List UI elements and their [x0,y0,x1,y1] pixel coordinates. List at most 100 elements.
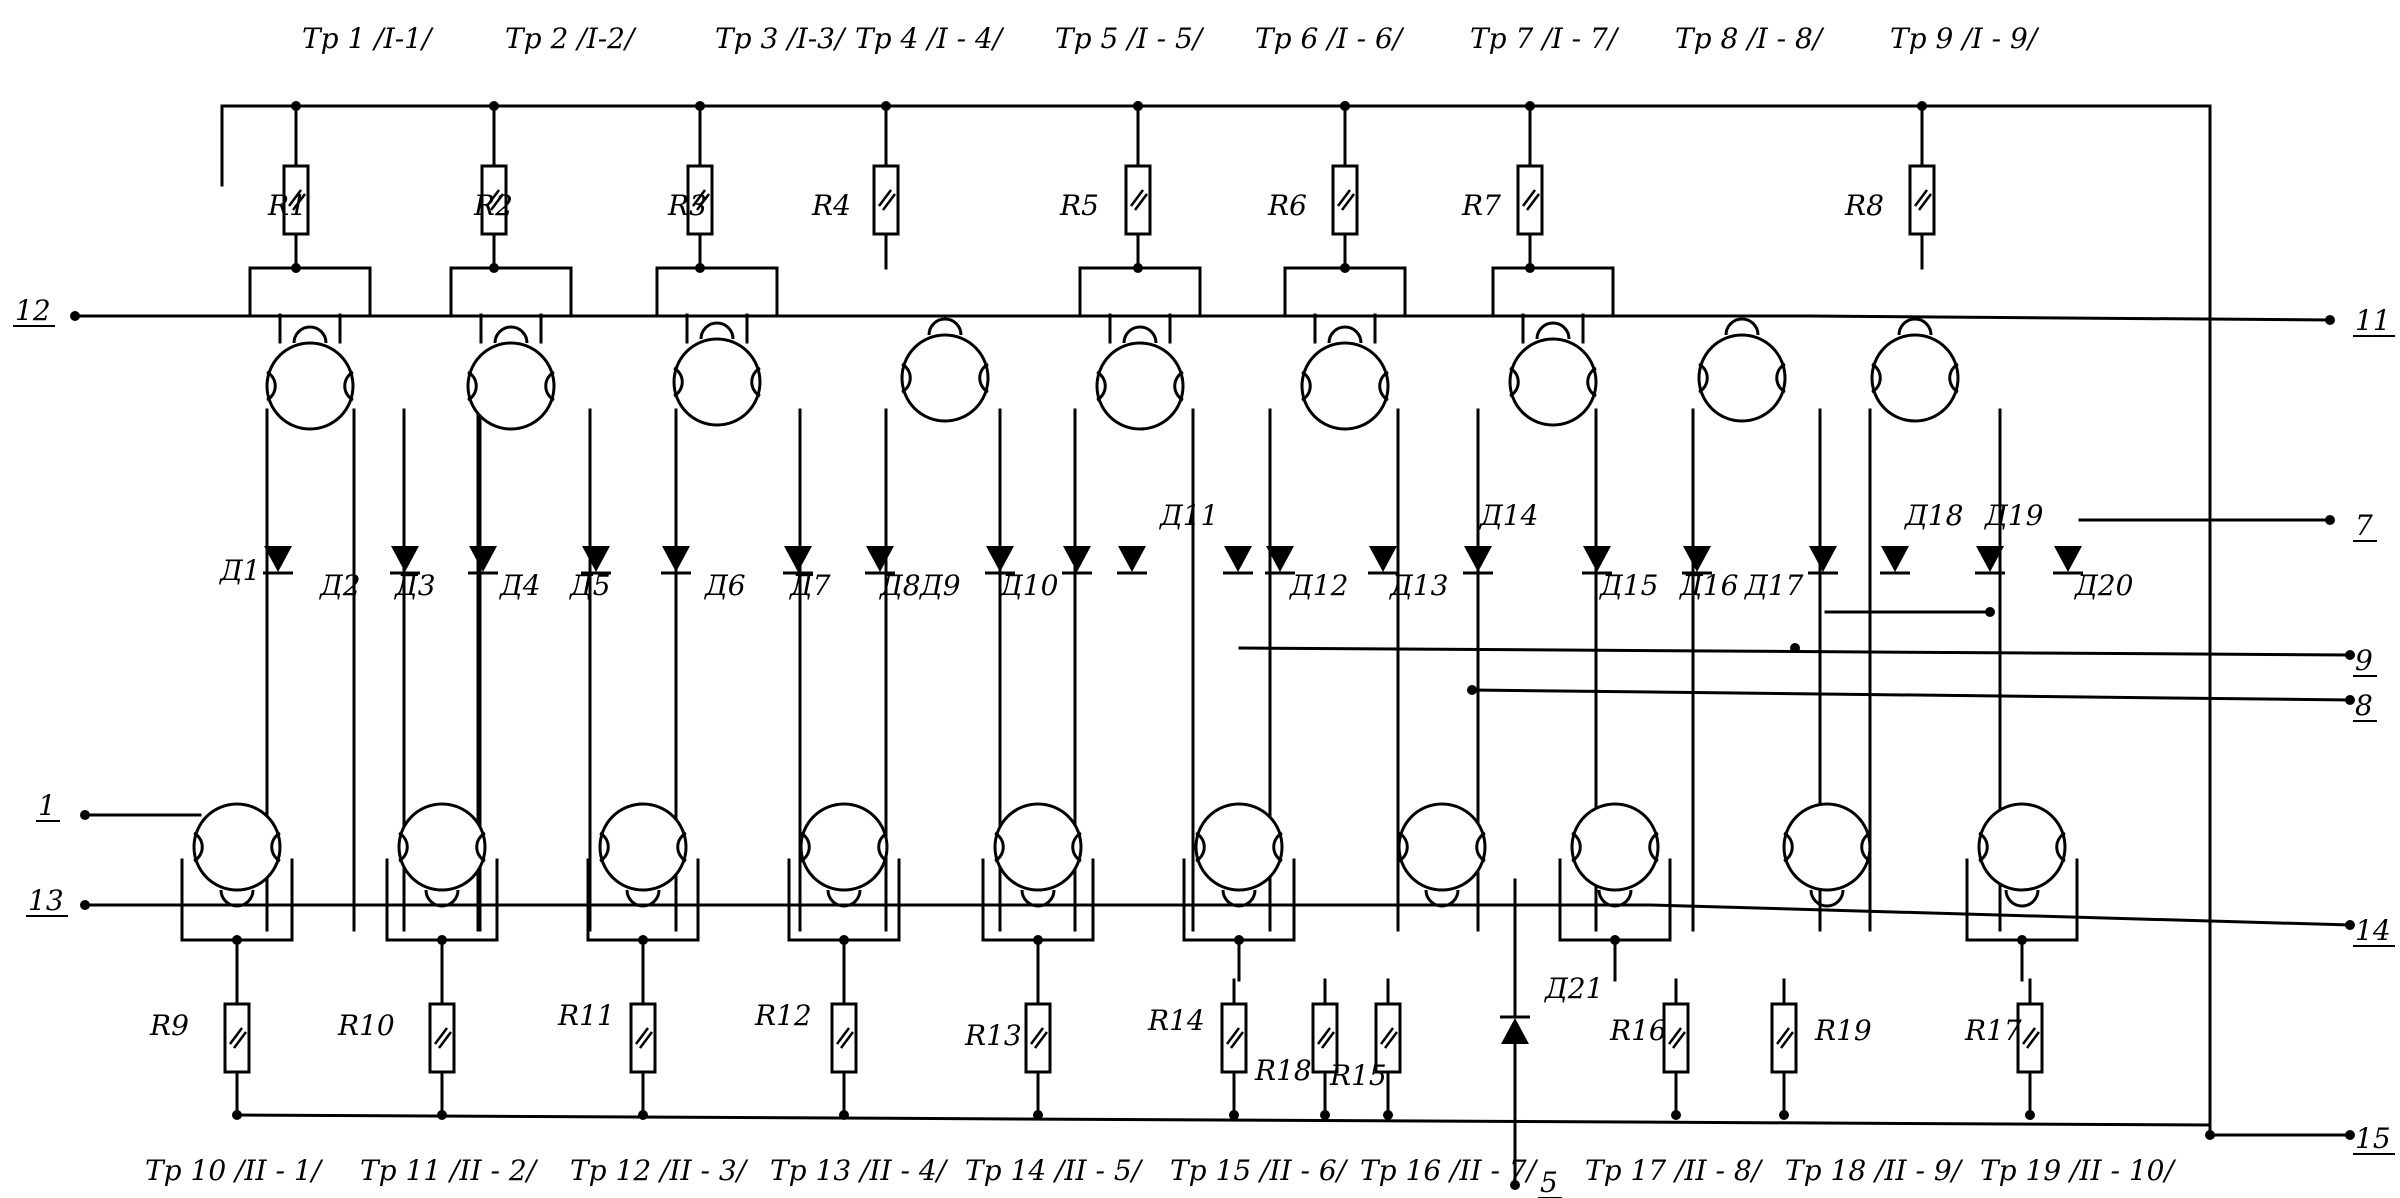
emitter-arc [1571,831,1582,863]
resistor-mark [639,1031,653,1049]
resistor-label: R14 [1147,1004,1205,1037]
transistor-body [1782,802,1872,892]
resistor-label: R19 [1814,1014,1872,1047]
resistor-body [2016,1002,2044,1074]
diode-body [1063,546,1091,572]
resistor-mark [1130,189,1144,207]
diode-label: Д12 [1288,569,1348,602]
diode-body [1976,546,2004,572]
resistor-r18 [1311,1002,1339,1074]
diode-label: Д8 [878,569,921,602]
base-arc [1020,889,1056,908]
bottom-transistor-5 [993,802,1083,908]
resistor-label: R7 [1461,189,1501,222]
diode-label: Д14 [1478,499,1538,532]
resistor-label: R12 [754,999,812,1032]
bottom-transistor-6 [1194,802,1284,908]
resistor-mark [1668,1027,1682,1045]
resistor-label: R4 [811,189,851,222]
diode-Д15 [1582,546,1612,575]
resistor-body [428,1002,456,1074]
resistor-label: R17 [1964,1014,2022,1047]
collector-arc [2055,831,2066,863]
diode-body [1583,546,1611,572]
base-arc [1424,889,1460,908]
resistor-mark [878,189,892,207]
top-transistor-5 [1095,325,1185,431]
diode-Д12 [1265,546,1295,575]
resistor-label: R5 [1059,189,1099,222]
emitter-arc [398,831,409,863]
base-arc [2004,889,2040,908]
resistor-body [1124,164,1152,236]
components [192,164,2083,1074]
collector-arc [1775,362,1786,394]
diode-body [784,546,812,572]
diode-body [1501,1018,1529,1044]
terminal-14: 14 [2355,914,2391,947]
diode-label: Д15 [1598,569,1658,602]
diode-Д1 [263,546,293,575]
transistor-body [1697,333,1787,423]
base-arc [1597,889,1633,908]
resistor-r8 [1908,164,1936,236]
resistor-mark [2022,1027,2036,1045]
resistor-mark [1526,193,1540,211]
collector-arc [1648,831,1659,863]
emitter-arc [1783,831,1794,863]
bottom-transistor-8 [1570,802,1660,908]
resistor-r12 [830,1002,858,1074]
resistor-mark [1384,1031,1398,1049]
junction-dot [1229,1110,1239,1120]
emitter-arc [1398,831,1409,863]
emitter-arc [994,831,1005,863]
diode-label: Д1 [218,554,261,587]
junction-dot [1671,1110,1681,1120]
resistor-label: R2 [473,189,513,222]
bottom-transistor-label: Тр 17 /II - 8/ [1585,1154,1764,1187]
resistor-mark [1522,189,1536,207]
top-transistor-7 [1508,321,1598,427]
diode-label: Д11 [1158,499,1218,532]
diode-body [1881,546,1909,572]
junction-dot [1467,685,1477,695]
resistor-mark [1380,1027,1394,1045]
top-transistor-label: Тр 8 /I - 8/ [1675,22,1825,55]
collector-arc [1071,831,1082,863]
resistor-r7 [1516,164,1544,236]
top-transistor-label: Тр 6 /I - 6/ [1255,22,1405,55]
wire [1491,266,1615,317]
top-transistor-2 [466,325,556,431]
resistor-mark [434,1027,448,1045]
diode-label: Д20 [2073,569,2133,602]
resistor-mark [1230,1031,1244,1049]
resistor-mark [1317,1027,1331,1045]
bottom-transistor-label: Тр 19 /II - 10/ [1980,1154,2176,1187]
emitter-arc [1978,831,1989,863]
transistor-body [1300,341,1390,431]
terminal-9: 9 [2355,644,2373,677]
diode-body [1809,546,1837,572]
diode-body [986,546,1014,572]
diode-body [1224,546,1252,572]
wire [1078,266,1202,317]
junction-dot [80,810,90,820]
resistor-mark [490,193,504,211]
terminal-13: 13 [28,884,64,917]
diode-Д20 [2053,546,2083,575]
resistor-mark [1321,1031,1335,1049]
resistor-mark [635,1027,649,1045]
resistor-r6 [1331,164,1359,236]
terminal-12: 12 [15,294,51,327]
diode-label: Д13 [1388,569,1448,602]
resistor-r17 [2016,1002,2044,1074]
emitter-arc [266,370,277,402]
resistor-label: R10 [337,1009,395,1042]
resistor-mark [1776,1027,1790,1045]
collector-arc [544,370,555,402]
resistor-r16 [1662,1002,1690,1074]
resistor-label: R18 [1254,1054,1312,1087]
diode-label: Д16 [1678,569,1738,602]
resistor-body [1516,164,1544,236]
resistor-body [629,1002,657,1074]
